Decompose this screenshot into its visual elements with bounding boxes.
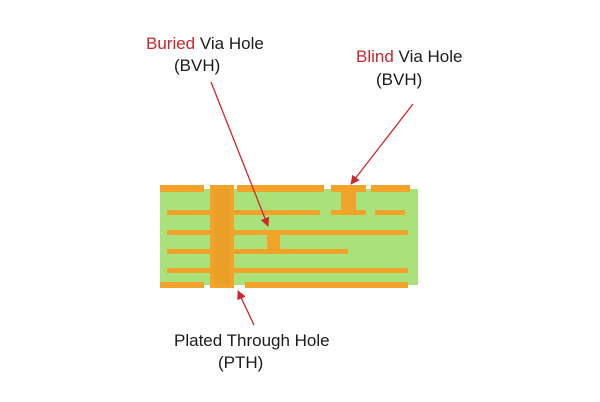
buried-via-abbr: (BVH) xyxy=(174,56,221,75)
top-copper-pad xyxy=(160,185,204,192)
inner-trace xyxy=(232,249,257,254)
inner-trace xyxy=(167,268,212,273)
blind-via-bottom-pad xyxy=(331,210,366,215)
inner-trace xyxy=(232,210,320,215)
blind-via-label: Blind Via Hole xyxy=(356,47,463,67)
blind-label-highlight: Blind xyxy=(356,47,394,66)
inner-trace xyxy=(232,268,408,273)
buried-via-arrow xyxy=(210,81,270,227)
buried-via-top-pad xyxy=(257,230,290,235)
blind-label-rest: Via Hole xyxy=(393,47,463,66)
buried-label-rest: Via Hole xyxy=(195,34,264,53)
through-hole-barrel xyxy=(214,189,230,284)
buried-label-highlight: Buried xyxy=(146,34,196,53)
bottom-copper-pad xyxy=(245,282,408,288)
top-copper-pad xyxy=(237,185,324,192)
inner-trace xyxy=(167,230,212,235)
pth-abbr: (PTH) xyxy=(218,353,264,372)
through-hole-arrow xyxy=(237,290,255,326)
inner-trace xyxy=(232,230,408,235)
bottom-copper-pad xyxy=(160,282,204,288)
pth-label: Plated Through Hole xyxy=(174,331,330,350)
blind-via-abbr: (BVH) xyxy=(376,70,423,89)
buried-via-barrel xyxy=(267,235,280,249)
buried-via-label: Buried Via Hole xyxy=(146,34,264,54)
inner-trace xyxy=(375,210,405,215)
inner-trace xyxy=(290,249,348,254)
inner-trace xyxy=(167,210,212,215)
top-copper-pad xyxy=(371,185,410,192)
inner-trace xyxy=(167,249,212,254)
buried-via-bottom-pad xyxy=(257,249,290,254)
blind-via-barrel xyxy=(341,188,356,212)
blind-via-arrow xyxy=(350,103,414,185)
